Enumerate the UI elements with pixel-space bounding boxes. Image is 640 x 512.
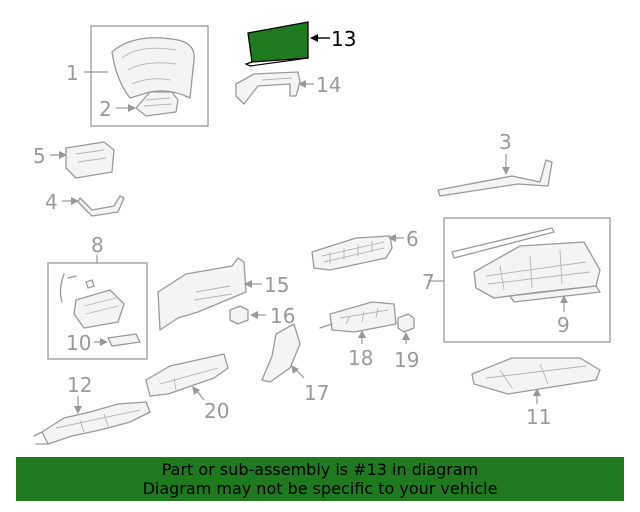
callout-3: 3 [499, 130, 512, 154]
part-11-glove-box [471, 357, 601, 395]
part-20-lower-cover [145, 353, 229, 397]
part-10-pad [107, 333, 141, 347]
callout-20: 20 [204, 399, 229, 423]
part-1-instrument-cluster [111, 37, 195, 99]
callout-1: 1 [66, 61, 79, 85]
banner-line-1: Part or sub-assembly is #13 in diagram [161, 460, 479, 479]
part-18-switch-panel [319, 301, 397, 333]
callout-10: 10 [66, 331, 91, 355]
part-13-display-panel [244, 21, 309, 67]
group-box-1-2 [90, 25, 209, 127]
part-5-switch [65, 141, 115, 179]
callout-8: 8 [91, 233, 104, 257]
callout-15: 15 [264, 273, 289, 297]
callout-18: 18 [348, 346, 373, 370]
callout-14: 14 [316, 73, 341, 97]
part-3-reinforcement [437, 159, 553, 197]
callout-11: 11 [526, 405, 551, 429]
group-box-7-9 [443, 217, 611, 343]
part-8-module [59, 273, 125, 329]
part-15-side-panel [157, 257, 247, 331]
callout-2: 2 [99, 97, 112, 121]
part-16-clip [229, 305, 249, 325]
part-12-frame [33, 401, 151, 445]
part-6-vent [311, 235, 393, 271]
part-14-bracket [235, 71, 301, 105]
callout-4: 4 [45, 190, 58, 214]
parts-diagram: 1 2 13 14 5 4 3 6 [33, 21, 611, 445]
callout-9: 9 [557, 313, 570, 337]
part-17-lower-panel [261, 323, 301, 383]
callout-6: 6 [406, 227, 419, 251]
part-2-cluster-bezel [135, 91, 179, 117]
part-9-trim-strip [509, 285, 601, 303]
callout-16: 16 [270, 304, 295, 328]
callout-5: 5 [33, 144, 46, 168]
part-7-duct-assembly [451, 227, 601, 299]
callout-19: 19 [394, 348, 419, 372]
callout-12: 12 [67, 373, 92, 397]
info-banner: Part or sub-assembly is #13 in diagram D… [16, 457, 624, 501]
part-19-clip [397, 313, 415, 333]
callout-13: 13 [331, 27, 356, 51]
callout-17: 17 [304, 381, 329, 405]
banner-line-2: Diagram may not be specific to your vehi… [142, 479, 498, 498]
callout-7: 7 [422, 270, 435, 294]
part-4-bar [77, 195, 125, 217]
